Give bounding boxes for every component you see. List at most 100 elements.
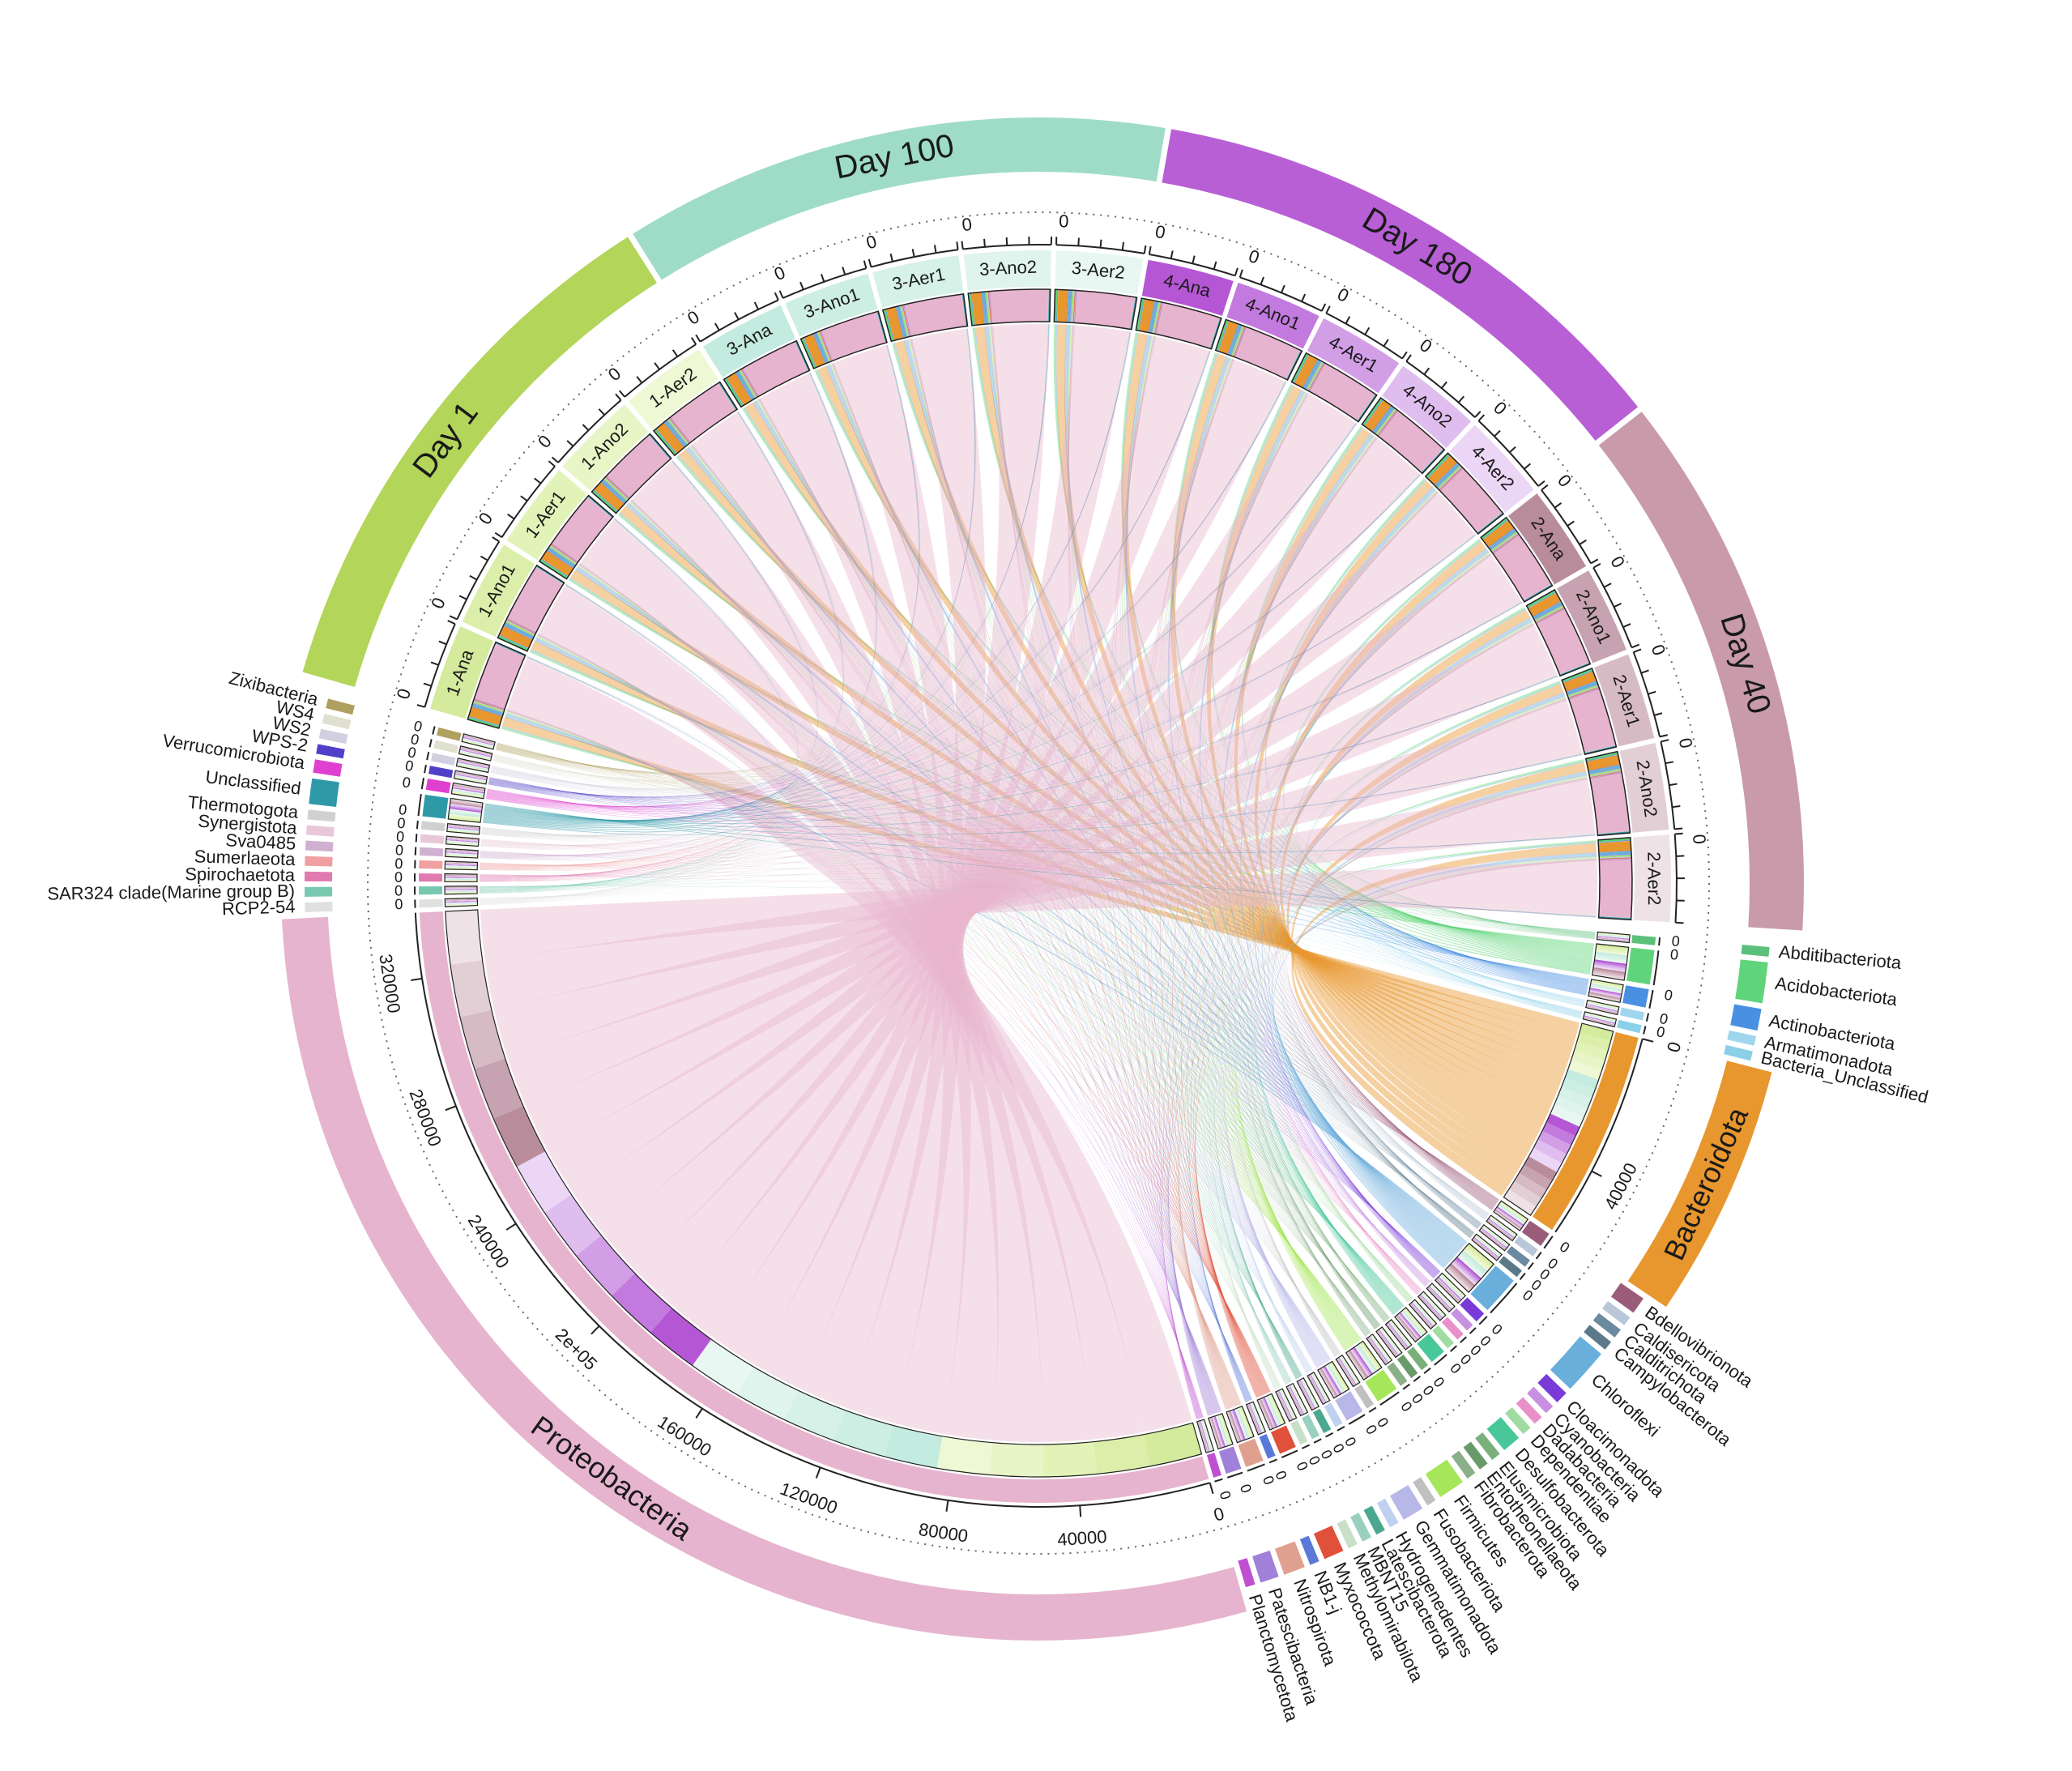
sample-stack-segment <box>503 625 533 640</box>
phylum-stack-segment <box>1325 1364 1344 1393</box>
phylum-stack-segment <box>1410 1303 1433 1328</box>
sample-stack-segment <box>1534 605 1563 621</box>
sample-stack-segment <box>1533 601 1562 617</box>
phylum-stack-segment <box>1379 1329 1400 1355</box>
sample-stack-segment <box>990 289 1049 324</box>
phylum-stack-segment <box>463 736 495 745</box>
phylum-label: Acidobacteriota <box>1774 973 1899 1009</box>
phylum-outer-block <box>1376 1498 1399 1528</box>
phylum-stack-segment <box>1412 1301 1435 1327</box>
phylum-stack-segment <box>446 850 479 853</box>
phylum-strip <box>431 753 456 766</box>
sample-stack-segment <box>1599 858 1632 860</box>
phylum-stack-segment <box>1390 1320 1411 1346</box>
axis-tick-label: 0 <box>394 869 403 886</box>
phylum-stack-segment <box>1353 1347 1372 1376</box>
ribbon <box>1236 489 1436 1277</box>
phylum-stack-segment <box>1370 1335 1390 1363</box>
sample-stack-segment <box>1588 768 1622 775</box>
sample-stack-segment <box>1589 770 1622 778</box>
phylum-stack-segment <box>1591 979 1623 987</box>
sample-stack-segment <box>1599 856 1632 858</box>
phylum-stack-segment <box>1528 1147 1563 1172</box>
phylum-stack-segment <box>463 738 494 747</box>
phylum-stack-segment <box>445 904 478 907</box>
sample-segment-outline <box>1361 396 1446 475</box>
phylum-stack-segment <box>1217 1415 1228 1447</box>
sample-stack-segment <box>606 476 630 498</box>
sample-stack-segment <box>895 306 904 339</box>
phylum-stack-segment <box>446 841 479 845</box>
sample-stack-segment <box>503 622 535 640</box>
phylum-axis <box>1490 1282 1518 1314</box>
axis-tick-label: 0 <box>394 896 403 912</box>
sample-stack-segment <box>1534 605 1563 621</box>
phylum-stack-segment <box>1252 1402 1265 1432</box>
phylum-strip <box>1354 1384 1375 1409</box>
sample-stack-segment <box>1308 362 1324 391</box>
phylum-segment-outline <box>1471 1233 1503 1261</box>
sample-stack-segment <box>1588 765 1622 775</box>
sample-stack-segment <box>474 698 505 709</box>
phylum-stack-segment <box>1281 1389 1296 1419</box>
sample-stack-segment <box>726 378 744 406</box>
phylum-stack-segment <box>1358 1344 1378 1372</box>
phylum-stack-segment <box>1347 1351 1366 1379</box>
phylum-stack-segment <box>447 824 480 829</box>
sample-stack-segment <box>471 703 504 716</box>
sample-stack-segment <box>1421 448 1443 472</box>
phylum-stack-segment <box>1480 1229 1507 1250</box>
phylum-stack-segment <box>445 878 478 880</box>
sample-label: 3-Ano2 <box>978 257 1037 280</box>
phylum-stack-segment <box>1251 1402 1264 1433</box>
sample-strip <box>1307 318 1400 394</box>
phylum-stack-segment <box>1584 1014 1616 1023</box>
phylum-stack-segment <box>1597 936 1630 941</box>
phylum-stack-segment <box>451 790 484 796</box>
sample-stack-segment <box>1234 326 1247 357</box>
phylum-stack-segment <box>1339 1356 1358 1385</box>
sample-stack-segment <box>1230 325 1243 356</box>
ribbon <box>689 446 1389 1319</box>
phylum-strip <box>419 860 443 869</box>
phylum-stack-segment <box>454 776 487 783</box>
phylum-stack-segment <box>1473 1236 1499 1258</box>
phylum-stack-segment <box>1576 1032 1611 1052</box>
axis-tick <box>1541 484 1549 491</box>
sample-stack-segment <box>1584 745 1617 753</box>
ribbon <box>754 324 1048 1389</box>
phylum-stack-segment <box>445 890 478 891</box>
phylum-stack-segment <box>446 829 480 833</box>
sample-stack-segment <box>505 621 535 636</box>
sample-stack-segment <box>876 311 886 344</box>
sample-stack-segment <box>738 370 755 399</box>
sample-stack-segment <box>1523 584 1552 601</box>
sample-stack-segment <box>547 550 574 569</box>
sample-stack-segment <box>1421 448 1443 473</box>
sample-stack-segment <box>1567 684 1598 695</box>
sample-stack-segment <box>503 625 533 640</box>
phylum-stack-segment <box>1453 1259 1479 1283</box>
phylum-segment-outline <box>1256 1393 1286 1431</box>
phylum-stack-segment <box>1460 1253 1486 1276</box>
sample-stack-segment <box>1477 512 1503 533</box>
ribbon <box>480 893 1597 916</box>
phylum-stack-segment <box>1376 1331 1396 1358</box>
phylum-stack-segment <box>1584 1015 1616 1024</box>
phylum-stack-segment <box>445 854 478 856</box>
sample-stack-segment <box>739 369 757 399</box>
phylum-stack-segment <box>445 888 478 889</box>
phylum-stack-segment <box>462 740 494 749</box>
sample-stack-segment <box>895 306 904 339</box>
phylum-segment-outline <box>1478 1223 1511 1252</box>
phylum-segment-outline <box>1503 1022 1614 1216</box>
phylum-stack-segment <box>1597 932 1631 937</box>
sample-stack-segment <box>1421 448 1443 472</box>
sample-stack-segment <box>655 429 677 454</box>
sample-stack-segment <box>506 617 536 634</box>
sample-stack-segment <box>1372 405 1392 433</box>
sample-stack-segment <box>819 331 832 361</box>
sample-stack-segment <box>1536 608 1590 675</box>
sample-stack-segment <box>1209 317 1220 349</box>
sample-stack-segment <box>1439 467 1464 491</box>
